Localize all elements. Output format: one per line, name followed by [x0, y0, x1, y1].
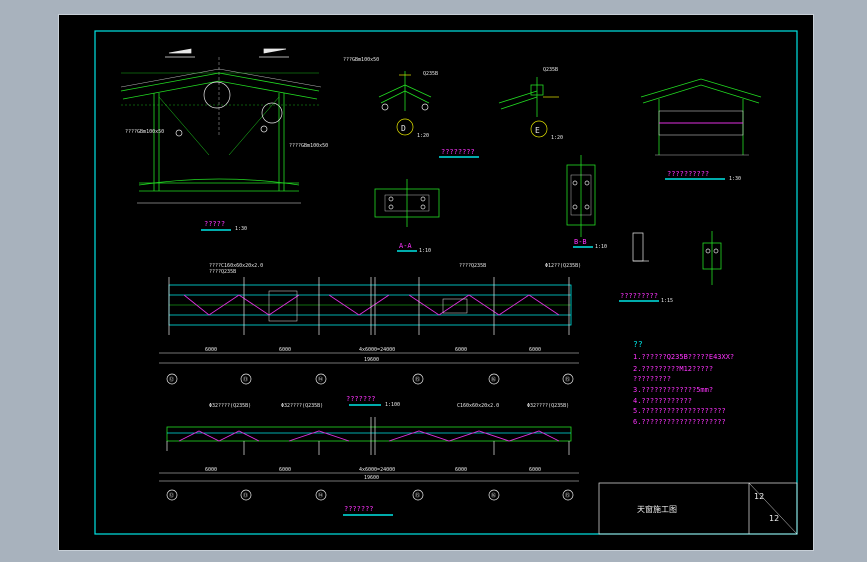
plan2-caption: ???????: [344, 505, 374, 513]
detail-d-label: D: [401, 124, 406, 133]
plan-note-8: ????Q235B: [209, 269, 236, 275]
section-bb-label: B-B: [574, 238, 587, 246]
dim-total-bot: 19600: [364, 475, 379, 481]
plan2-callout-1: Φ32????(Q235B): [209, 403, 251, 409]
top-right-scale: 1:30: [729, 176, 741, 182]
notes-line-7: 6.????????????????????: [633, 418, 726, 426]
section-bb-scale: 1:10: [595, 244, 607, 250]
detail-note-5: Q235B: [543, 67, 558, 73]
axis-1-2: ⑬: [243, 376, 248, 383]
dim-mid-bot: 4x6000=24000: [359, 467, 395, 473]
elevation-title: ?????: [204, 220, 225, 228]
notes-heading: ??: [633, 340, 643, 349]
dim-total-top: 19600: [364, 357, 379, 363]
detail-views: D 1:20 ???GBm100x50 Q235B E 1:20 Q235B ?…: [343, 57, 563, 158]
notes-line-6: 5.????????????????????: [633, 407, 726, 415]
top-right-view: ?????????? 1:30: [640, 78, 762, 182]
detail-e-label: E: [535, 126, 540, 135]
axis-row-1: ⑫ ⑬ ⑭ ⑮ ⑯ ⑮: [166, 373, 574, 385]
axis-1-3: ⑭: [318, 376, 323, 383]
drawing-sheet: 天窗施工图 12 12 ????? 1:30 ????GBm100x50 ???…: [58, 14, 814, 551]
elevation-scale: 1:30: [235, 226, 247, 232]
dim-bot-2: 6000: [279, 467, 291, 473]
plan-note-6: ????C160x60x20x2.0: [209, 263, 263, 269]
small-scale: 1:15: [661, 298, 673, 304]
detail-e-scale: 1:20: [551, 135, 563, 141]
top-right-caption: ??????????: [667, 170, 709, 178]
dim-top-2: 6000: [279, 347, 291, 353]
elevation-note-1: ????GBm100x50: [125, 129, 164, 135]
axis-2-5: ⑯: [491, 492, 496, 499]
notes-block: ?? 1.??????Q235B?????E43XX? 2.?????????M…: [633, 340, 734, 426]
dim-top-4: 6000: [529, 347, 541, 353]
axis-2-2: ⑬: [243, 492, 248, 499]
drawing-title: 天窗施工图: [637, 504, 677, 514]
axis-1-5: ⑯: [491, 376, 496, 383]
plan-callout-top-right: Φ12??(Q235B): [545, 263, 581, 269]
cad-drawing: 天窗施工图 12 12 ????? 1:30 ????GBm100x50 ???…: [94, 30, 798, 535]
inner-frame: [94, 30, 798, 535]
axis-2-1: ⑫: [169, 492, 174, 499]
detail-caption: ????????: [441, 148, 475, 156]
sheet-total: 12: [769, 514, 779, 523]
sheet-number: 12: [754, 492, 764, 501]
dim-bot-3: 6000: [455, 467, 467, 473]
plan2-callout-4: Φ32????(Q235B): [527, 403, 569, 409]
detail-note-3: ???GBm100x50: [343, 57, 379, 63]
plan1-scale: 1:100: [385, 402, 400, 408]
dim-bot-1: 6000: [205, 467, 217, 473]
axis-row-2: ⑫ ⑬ ⑭ ⑮ ⑯ ⑮: [166, 489, 574, 501]
dim-mid-top: 4x6000=24000: [359, 347, 395, 353]
small-caption: ?????????: [620, 292, 658, 300]
axis-1-1: ⑫: [169, 376, 174, 383]
section-aa-scale: 1:10: [419, 248, 431, 254]
elevation-note-2: ????GBm100x50: [289, 143, 328, 149]
section-aa-label: A-A: [399, 242, 412, 250]
axis-1-6: ⑮: [565, 376, 570, 383]
axis-2-3: ⑭: [318, 492, 323, 499]
notes-line-5: 4.????????????: [633, 397, 692, 405]
axis-2-6: ⑮: [565, 492, 570, 499]
plan-view-top: 6000 6000 4x6000=24000 6000 6000 19600 ?…: [159, 263, 581, 408]
elevation-view: ????? 1:30 ????GBm100x50 ????GBm100x50: [120, 48, 328, 232]
plan-note-9: ????Q235B: [459, 263, 486, 269]
small-details: ????????? 1:15: [619, 231, 722, 304]
axis-2-4: ⑮: [415, 492, 420, 499]
dim-top-1: 6000: [205, 347, 217, 353]
detail-d-scale: 1:20: [417, 133, 429, 139]
plan2-callout-3: C160x60x20x2.0: [457, 403, 499, 409]
section-bb: B-B 1:10: [566, 155, 607, 250]
plan-view-bottom: 6000 6000 4x6000=24000 6000 6000 19600 Φ…: [159, 403, 579, 516]
detail-note-4: Q235B: [423, 71, 438, 77]
notes-line-2: 2.?????????M12?????: [633, 365, 713, 373]
section-aa: A-A 1:10: [374, 179, 440, 254]
notes-line-4: 3.?????????????5mm?: [633, 386, 713, 394]
axis-1-4: ⑮: [415, 376, 420, 383]
dim-top-3: 6000: [455, 347, 467, 353]
plan2-callout-2: Φ32????(Q235B): [281, 403, 323, 409]
plan1-caption: ???????: [346, 395, 376, 403]
notes-line-3: ?????????: [633, 375, 671, 383]
notes-line-1: 1.??????Q235B?????E43XX?: [633, 353, 734, 361]
title-block: 天窗施工图 12 12: [598, 482, 798, 535]
dim-bot-4: 6000: [529, 467, 541, 473]
